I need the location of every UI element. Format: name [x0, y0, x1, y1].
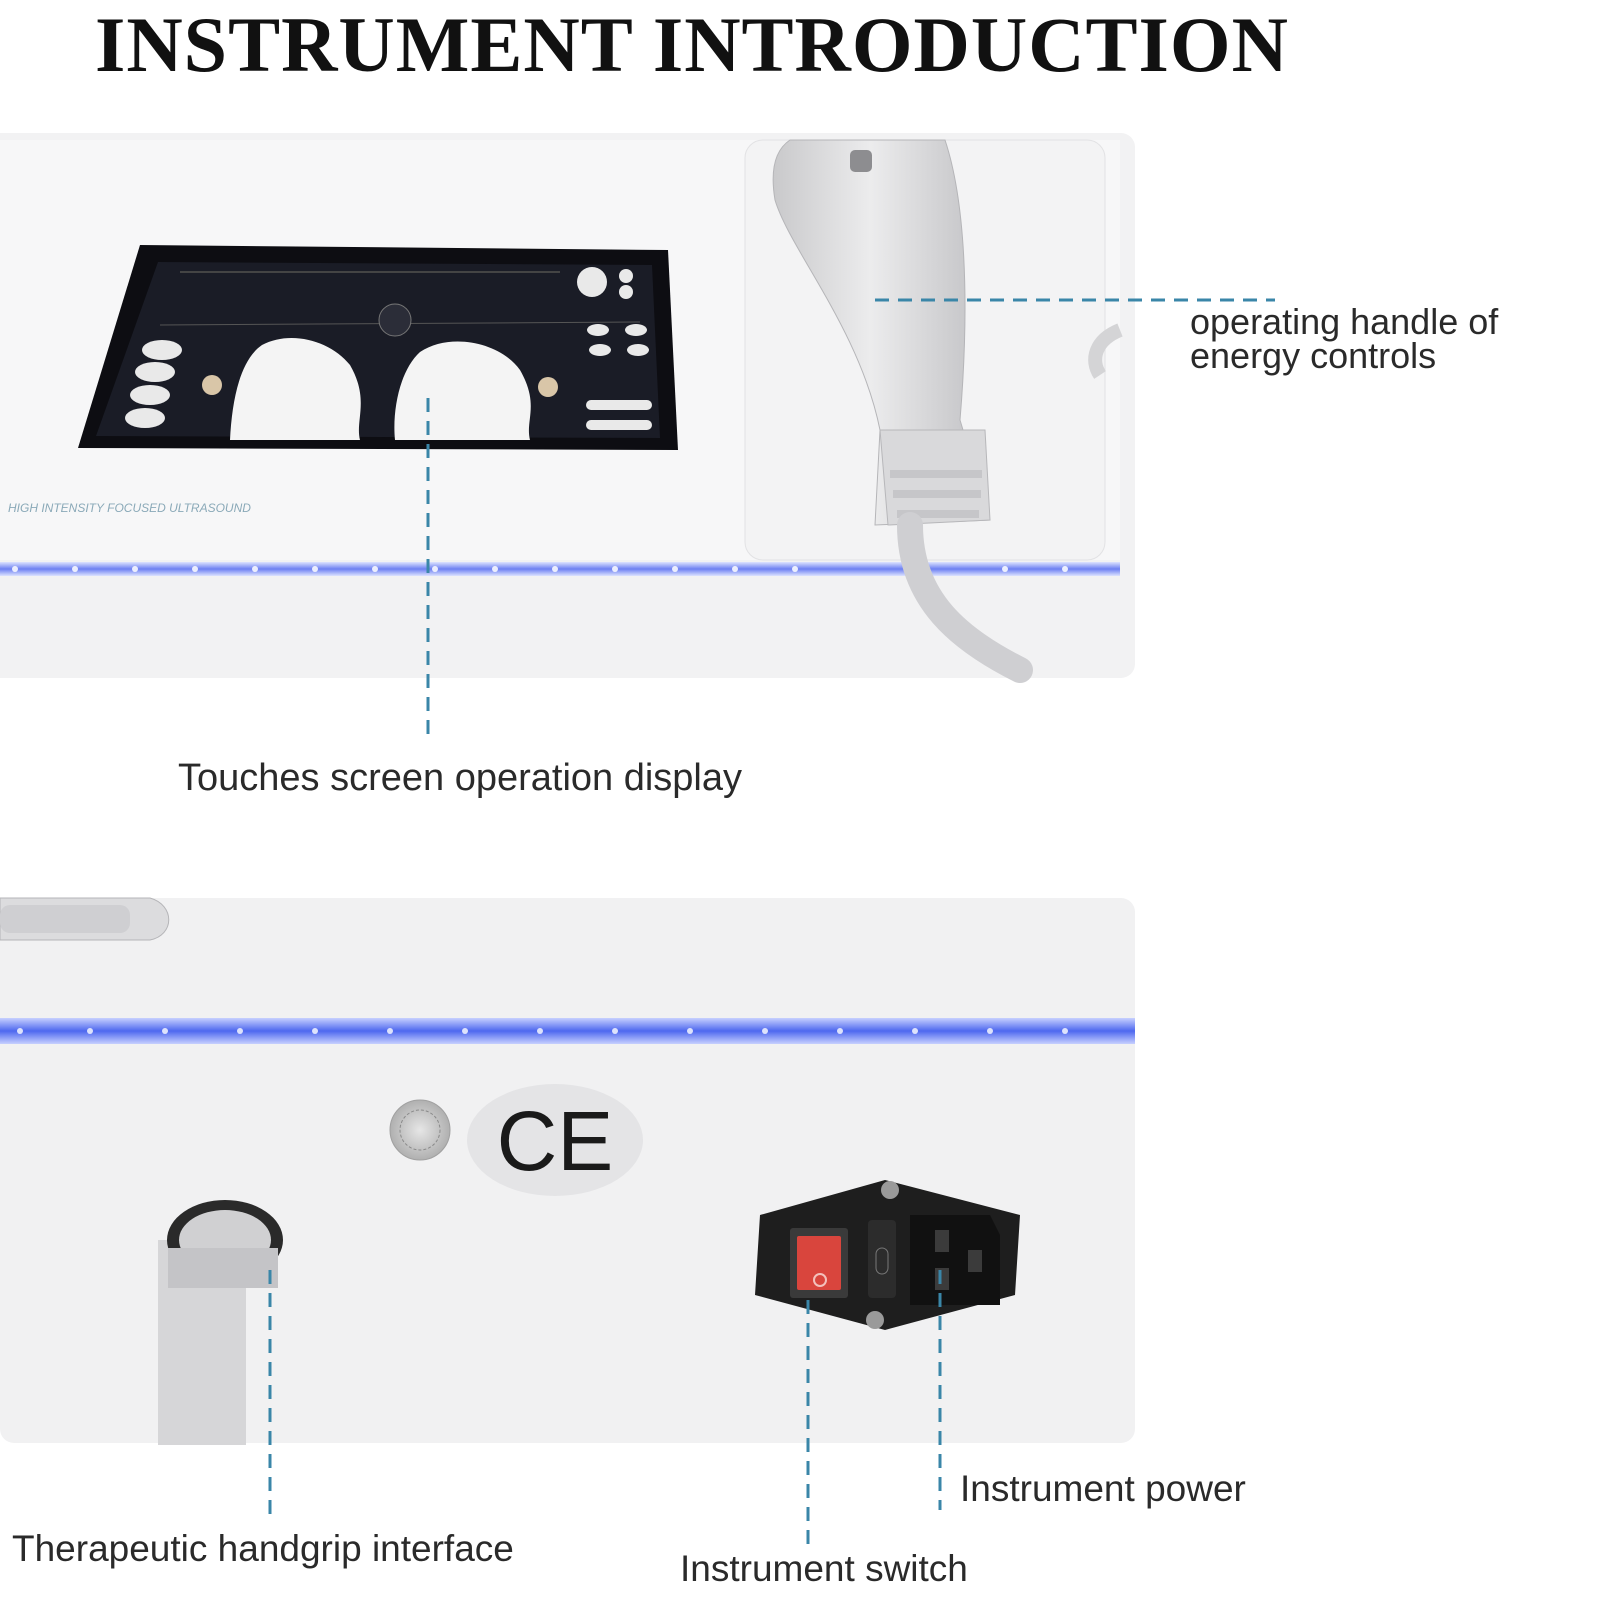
operating-handle: [772, 139, 1033, 683]
handle-callout-line-2: energy controls: [1190, 335, 1437, 376]
power-inlet-assembly: [755, 1180, 1020, 1330]
power-callout: Instrument power: [960, 1468, 1246, 1509]
panel-text: HIGH INTENSITY FOCUSED ULTRASOUND: [8, 501, 251, 515]
rocker-switch: [797, 1236, 841, 1290]
handle-callout-line-1: operating handle of: [1190, 301, 1499, 342]
page-title: INSTRUMENT INTRODUCTION: [95, 1, 1289, 88]
ce-mark-background: [467, 1084, 643, 1196]
touch-screen: [78, 245, 678, 450]
handgrip-callout: Therapeutic handgrip interface: [12, 1528, 514, 1569]
display-callout: Touches screen operation display: [178, 757, 743, 799]
led-strip-bottom: [0, 1018, 1135, 1044]
handle-callout: operating handle of energy controls: [1190, 301, 1499, 376]
handgrip-connector: [158, 1200, 283, 1445]
switch-callout: Instrument switch: [680, 1548, 968, 1589]
seal-icon: [389, 1099, 451, 1161]
led-strip-top: [0, 562, 1120, 576]
ce-mark: CE: [497, 1094, 614, 1188]
